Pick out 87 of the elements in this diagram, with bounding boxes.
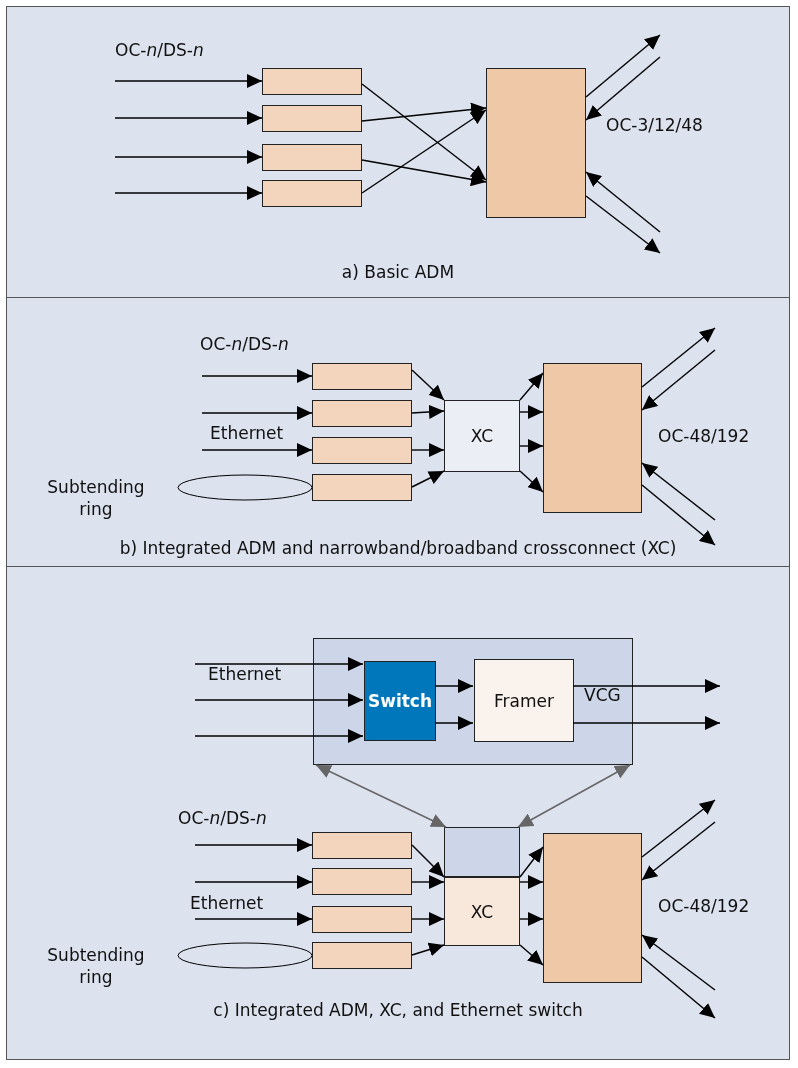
- arrow: [201, 443, 313, 457]
- arrow: [585, 171, 661, 233]
- multiplexer-box: [486, 68, 586, 218]
- arrow: [641, 956, 716, 1019]
- double-arrow: [315, 764, 447, 828]
- module-box: [312, 942, 412, 969]
- arrow: [641, 934, 716, 991]
- rate-label: OC-3/12/48: [606, 115, 703, 135]
- arrow: [411, 912, 445, 926]
- arrow: [201, 406, 313, 420]
- arrow: [194, 693, 364, 707]
- arrow: [114, 150, 263, 164]
- module-box: [312, 400, 412, 427]
- arrow: [411, 942, 445, 957]
- signal-label: OC-n/DS-n: [115, 40, 204, 60]
- ring-label: Subtending ring: [46, 476, 146, 520]
- arrow: [519, 846, 544, 878]
- signal-label: VCG: [584, 685, 621, 705]
- arrow: [519, 470, 544, 493]
- arrow: [194, 729, 364, 743]
- switch-module-box: [313, 638, 633, 765]
- module-box: [262, 105, 362, 132]
- framer-box: Framer: [474, 659, 574, 742]
- arrow: [201, 369, 313, 383]
- crossconnect-section: [444, 827, 520, 877]
- module-box: [312, 363, 412, 390]
- arrow: [585, 34, 661, 98]
- arrow: [361, 109, 487, 194]
- arrow: [411, 844, 445, 878]
- double-arrow: [517, 764, 631, 828]
- module-box: [262, 144, 362, 171]
- rate-label: OC-48/192: [658, 896, 750, 916]
- arrow: [361, 102, 487, 122]
- arrow: [519, 944, 544, 966]
- panel-caption: c) Integrated ADM, XC, and Ethernet switch: [212, 1000, 584, 1020]
- arrow: [641, 462, 716, 521]
- arrow: [641, 327, 716, 388]
- module-box: [312, 868, 412, 895]
- arrow: [411, 470, 445, 488]
- module-box: [312, 906, 412, 933]
- arrow: [361, 83, 487, 181]
- multiplexer-box: [543, 833, 642, 983]
- arrow: [519, 372, 544, 401]
- module-box: [312, 832, 412, 859]
- arrow: [572, 716, 721, 730]
- arrow: [114, 74, 263, 88]
- ring-label: Subtending ring: [46, 944, 146, 988]
- crossconnect-box: XC: [444, 877, 520, 946]
- signal-label: OC-n/DS-n: [200, 334, 289, 354]
- arrow: [641, 349, 716, 411]
- rate-label: OC-48/192: [658, 426, 750, 446]
- arrow: [519, 912, 544, 926]
- switch-box: Switch: [364, 661, 436, 741]
- arrow: [585, 195, 661, 254]
- arrow: [519, 405, 544, 419]
- arrow: [519, 439, 544, 453]
- arrow: [411, 443, 445, 457]
- arrow: [361, 159, 487, 187]
- arrow: [585, 56, 661, 121]
- arrow: [194, 838, 313, 852]
- module-box: [262, 180, 362, 207]
- crossconnect-box: XC: [444, 400, 520, 472]
- arrow: [572, 679, 721, 693]
- arrow: [194, 912, 313, 926]
- arrow: [411, 369, 445, 401]
- signal-label: Ethernet: [210, 423, 284, 443]
- arrow: [114, 186, 263, 200]
- arrow: [434, 716, 474, 730]
- module-box: [312, 474, 412, 501]
- panel-caption: b) Integrated ADM and narrowband/broadband crossconnect (XC): [118, 538, 678, 558]
- arrow: [411, 404, 445, 419]
- module-box: [262, 68, 362, 95]
- panel-caption: a) Basic ADM: [340, 262, 456, 282]
- arrow: [641, 484, 716, 546]
- arrow: [194, 657, 364, 671]
- multiplexer-box: [543, 363, 642, 513]
- arrow: [114, 111, 263, 125]
- signal-label: OC-n/DS-n: [178, 808, 267, 828]
- signal-label: Ethernet: [190, 893, 264, 913]
- arrow: [641, 821, 716, 881]
- arrow: [641, 799, 716, 858]
- module-box: [312, 437, 412, 464]
- signal-label: Ethernet: [208, 664, 282, 684]
- arrow: [411, 875, 445, 889]
- arrow: [194, 875, 313, 889]
- arrow: [434, 679, 474, 693]
- arrow: [519, 875, 544, 889]
